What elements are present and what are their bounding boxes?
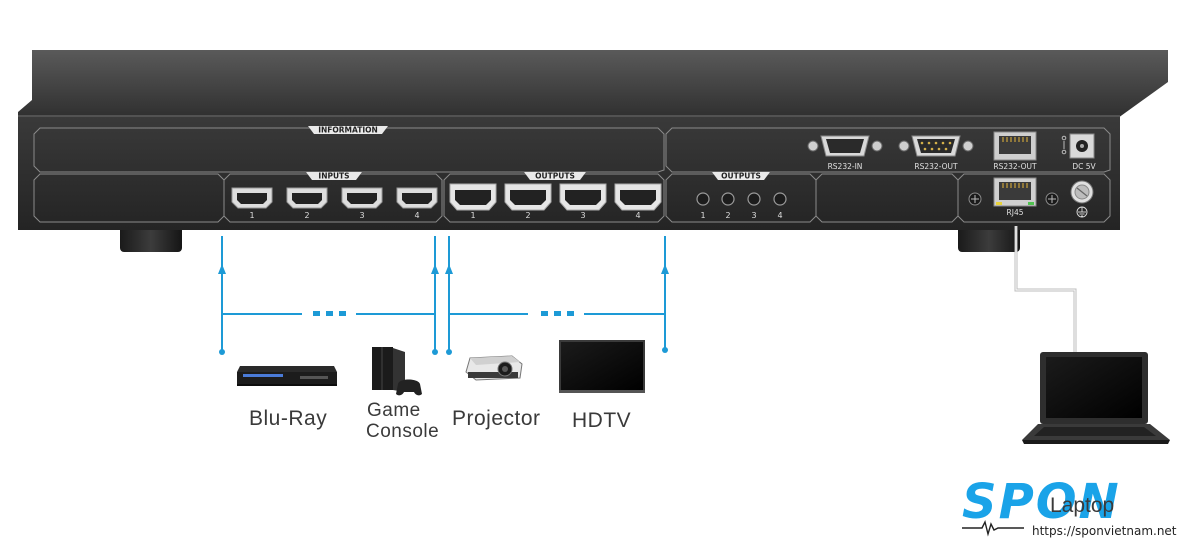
input-arrow-icons xyxy=(218,264,439,274)
network-cable-core xyxy=(1015,226,1076,352)
information-label: INFORMATION xyxy=(318,126,378,135)
output-port-number-4: 4 xyxy=(635,211,640,220)
audio-jack-1 xyxy=(696,192,710,206)
output-port-number-2: 2 xyxy=(525,211,530,220)
output-arrow-icons xyxy=(445,264,669,274)
spon-brand-text: SPON xyxy=(962,474,1121,530)
panel-sections xyxy=(33,127,1111,223)
input-port-number-2: 2 xyxy=(304,211,309,220)
output-port-number-1: 1 xyxy=(470,211,475,220)
hdtv-label: HDTV xyxy=(572,409,632,432)
audio-port-number-2: 2 xyxy=(725,211,730,220)
projector-label: Projector xyxy=(452,407,541,430)
outputs-label: OUTPUTS xyxy=(535,172,575,181)
bluray-player-icon xyxy=(237,366,337,386)
audio-port-number-1: 1 xyxy=(700,211,705,220)
input-signal-lines xyxy=(221,236,436,352)
hdmi-output-port-3 xyxy=(559,183,607,211)
rs232-out-ethernet-label: RS232-OUT xyxy=(993,162,1037,171)
rs232-out-connector xyxy=(898,135,974,157)
input-continuation-dots xyxy=(313,311,346,316)
ethernet-port-rj45 xyxy=(993,177,1037,207)
inputs-label: INPUTS xyxy=(318,172,349,181)
output-port-number-3: 3 xyxy=(580,211,585,220)
game-console-icon xyxy=(372,347,422,396)
projector-icon xyxy=(465,355,523,381)
output-signal-lines xyxy=(448,236,666,352)
spon-url: https://sponvietnam.net xyxy=(1032,524,1177,538)
hdmi-input-port-2 xyxy=(286,187,328,209)
game-console-label-line2: Console xyxy=(366,421,440,442)
input-port-number-1: 1 xyxy=(249,211,254,220)
rs232-out-label: RS232-OUT xyxy=(914,162,958,171)
audio-output-jacks xyxy=(696,192,787,206)
audio-outputs-label: OUTPUTS xyxy=(721,172,761,181)
hdmi-input-port-3 xyxy=(341,187,383,209)
hdmi-input-ports xyxy=(231,187,438,209)
input-port-number-4: 4 xyxy=(414,211,419,220)
audio-jack-3 xyxy=(747,192,761,206)
rs232-in-label: RS232-IN xyxy=(828,162,863,171)
audio-port-number-4: 4 xyxy=(777,211,782,220)
dc-power-label: DC 5V xyxy=(1072,162,1096,171)
ground-terminal xyxy=(1070,180,1094,204)
section-tabs xyxy=(306,126,770,180)
game-console-label-line1: Game xyxy=(367,400,421,421)
panel-screws xyxy=(968,192,1059,206)
input-port-number-3: 3 xyxy=(359,211,364,220)
audio-jack-4 xyxy=(773,192,787,206)
network-cable xyxy=(1014,226,1077,352)
hdmi-input-port-1 xyxy=(231,187,273,209)
chassis-feet xyxy=(120,226,1020,252)
dc-power-jack xyxy=(1061,133,1095,159)
output-continuation-dots xyxy=(541,311,574,316)
hdmi-output-port-1 xyxy=(449,183,497,211)
laptop-icon xyxy=(1022,352,1170,444)
laptop-label: Laptop xyxy=(1050,494,1115,517)
ethernet-port-top xyxy=(993,131,1037,161)
hdtv-icon xyxy=(559,340,645,393)
ground-icon xyxy=(1076,206,1088,218)
hdmi-output-ports xyxy=(449,183,662,211)
hdmi-output-port-4 xyxy=(614,183,662,211)
spon-logo: SPON xyxy=(962,474,1121,537)
rs232-in-connector xyxy=(807,135,883,157)
rj45-label: RJ45 xyxy=(1007,208,1024,217)
audio-port-number-3: 3 xyxy=(751,211,756,220)
audio-jack-2 xyxy=(721,192,735,206)
hdmi-output-port-2 xyxy=(504,183,552,211)
hdmi-input-port-4 xyxy=(396,187,438,209)
bluray-label: Blu-Ray xyxy=(249,407,328,430)
